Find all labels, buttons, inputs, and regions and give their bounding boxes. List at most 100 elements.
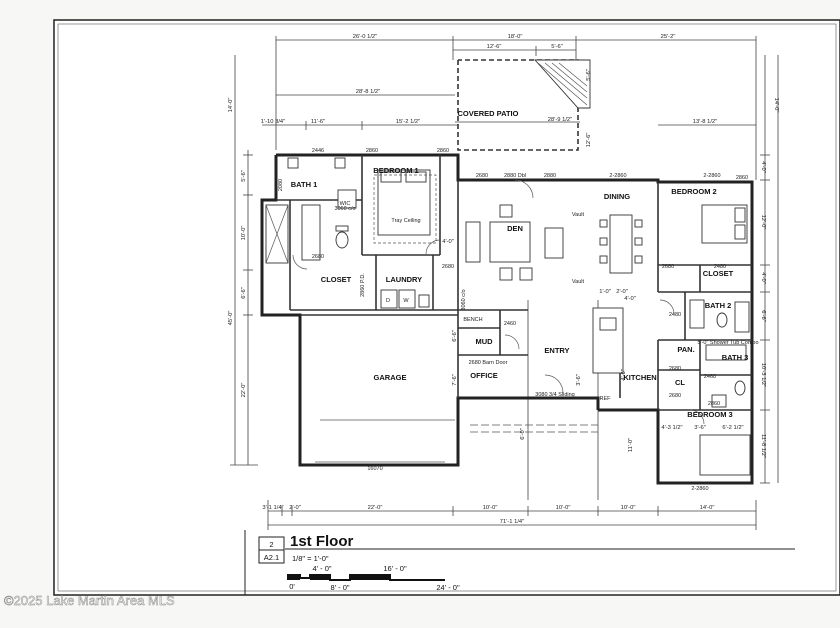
door-tag: 2080 <box>278 179 284 191</box>
dim-text: 28'-8 1/2" <box>356 89 380 95</box>
door-tag: 2480 <box>714 264 726 270</box>
door-tag: 2860 <box>437 148 449 154</box>
dim-text: 1'-0" <box>599 289 611 295</box>
dim-text: 6'-2 1/2" <box>722 425 743 431</box>
dim-text: 22'-0" <box>241 383 247 398</box>
dim-text: 5'-6" <box>586 69 592 81</box>
title-block: 2 A2.1 1st Floor 1/8" = 1'-0" 0' 4' - 0"… <box>244 530 795 595</box>
scale-tick-label: 16' - 0" <box>383 564 407 573</box>
room-label-bedroom1: BEDROOM 1 <box>373 166 418 175</box>
room-label-covered-patio: COVERED PATIO <box>458 109 519 118</box>
room-label-bath1: BATH 1 <box>291 180 318 189</box>
door-tag: 2-2860 <box>691 486 708 492</box>
dim-text: 18'-0" <box>508 34 523 40</box>
door-tag: 2680 <box>476 173 488 179</box>
note-washer: W <box>403 298 409 304</box>
dim-text: 11'-0" <box>628 438 634 452</box>
note-dryer: D <box>386 298 390 304</box>
sheet-inner-border <box>57 23 837 592</box>
mls-watermark: ©2025 Lake Martin Area MLS <box>4 593 175 608</box>
dim-text: 10'-0" <box>483 505 498 511</box>
door-tag: 3060 c/o <box>334 206 355 212</box>
dim-text: 13'-8 1/2" <box>693 119 717 125</box>
room-label-den: DEN <box>507 224 523 233</box>
door-tag: 2-2860 <box>609 173 626 179</box>
scale-tick-label: 24' - 0" <box>436 583 460 592</box>
room-label-cl: CL <box>675 378 685 387</box>
room-label-mud: MUD <box>475 337 493 346</box>
room-label-bath2: BATH 2 <box>705 301 732 310</box>
dim-text: 4'-0" <box>442 239 454 245</box>
door-tag: 2860 P.D. <box>360 273 366 297</box>
sheet-id: A2.1 <box>264 553 279 562</box>
dim-text: 4'-0" <box>760 272 766 284</box>
dim-text: 10'-0" <box>241 226 247 241</box>
dim-text: 5'-6" <box>241 170 247 182</box>
note-tray-ceiling: Tray Ceiling <box>391 218 420 224</box>
dim-text: 12'-6" <box>487 44 502 50</box>
dim-text: 25'-2" <box>661 34 676 40</box>
room-label-office: OFFICE <box>470 371 498 380</box>
room-label-entry: ENTRY <box>544 346 569 355</box>
dim-text: 28'-9 1/2" <box>548 117 572 123</box>
door-tags: 2446 2860 2860 2680 2880 2680 2-2860 2-2… <box>278 148 748 492</box>
dim-text: 5'-6" <box>551 44 563 50</box>
door-tag: 2860 <box>736 175 748 181</box>
room-label-bedroom3: BEDROOM 3 <box>687 410 732 419</box>
dim-text: 1'-10 3/4" <box>261 119 285 125</box>
room-label-closet: CLOSET <box>321 275 352 284</box>
door-tag: 2860 <box>366 148 378 154</box>
dim-text: 4'-6" <box>621 369 627 381</box>
sheet-number: 2 <box>269 540 273 549</box>
door-tag: 2680 <box>669 393 681 399</box>
covered-patio-outline <box>457 59 591 151</box>
dim-text: 2'-0" <box>289 505 301 511</box>
note-barn-door: 2680 Barn Door <box>469 360 508 366</box>
dim-text: 11'-6" <box>311 119 325 125</box>
drawing-scale: 1/8" = 1'-0" <box>292 554 329 563</box>
dim-text: 14'-0" <box>228 98 234 113</box>
room-label-laundry: LAUNDRY <box>386 275 422 284</box>
dim-text: 10'-0" <box>556 505 571 511</box>
room-label-wic: WIC <box>340 201 351 207</box>
door-tag: 2460 <box>504 321 516 327</box>
interior-walls <box>276 155 752 411</box>
dim-text: 6'-6" <box>760 310 766 322</box>
dim-text: 10'-3 1/2" <box>760 363 766 387</box>
dim-text: 3'-6" <box>576 374 582 386</box>
room-labels: BATH 1 BEDROOM 1 Tray Ceiling COVERED PA… <box>291 109 749 419</box>
dim-text: 6'-0" <box>520 428 526 440</box>
note-sliding-door: 3080 3/4 Sliding <box>535 392 574 398</box>
door-tag: 2480 <box>669 312 681 318</box>
note-vault-1: Vault <box>572 212 585 218</box>
dim-text: 12'-0" <box>760 215 766 230</box>
dim-text: 11'-8 1/2" <box>760 434 766 458</box>
door-tag: 2680 <box>442 264 454 270</box>
door-tag: 2460 <box>704 374 716 380</box>
room-label-bath3: BATH 3 <box>722 353 749 362</box>
label-bench: BENCH <box>463 317 482 323</box>
note-double-door: 2880 Dbl <box>504 173 526 179</box>
door-tag: 2-2860 <box>703 173 720 179</box>
dim-text: 4'-0" <box>624 296 636 302</box>
dim-text: 7'-6" <box>452 374 458 386</box>
note-ref: REF <box>600 396 612 402</box>
dim-text: 10'-0" <box>621 505 636 511</box>
scale-tick-label: 8' - 0" <box>330 583 349 592</box>
dim-text: 3'-6" <box>694 425 706 431</box>
door-tag: 2680 <box>669 366 681 372</box>
room-label-garage: GARAGE <box>374 373 407 382</box>
scale-tick-label: 4' - 0" <box>312 564 331 573</box>
dimension-text: 26'-0 1/2" 18'-0" 25'-2" 12'-6" 5'-6" 28… <box>228 34 779 525</box>
dim-text: 4'-3 1/2" <box>661 425 682 431</box>
dim-text-total: 71'-1 1/4" <box>500 519 524 525</box>
dim-text: 45'-0" <box>228 311 234 326</box>
door-tag: 2860 <box>708 401 720 407</box>
room-label-closet2: CLOSET <box>703 269 734 278</box>
plan-notes: Vault Vault 2680 Barn Door 3080 3/4 Slid… <box>367 173 758 472</box>
drawing-title: 1st Floor <box>290 533 354 550</box>
dim-text: 6'-6" <box>241 287 247 299</box>
note-garage-door: 16070 <box>367 466 382 472</box>
sheet-border <box>53 19 840 596</box>
